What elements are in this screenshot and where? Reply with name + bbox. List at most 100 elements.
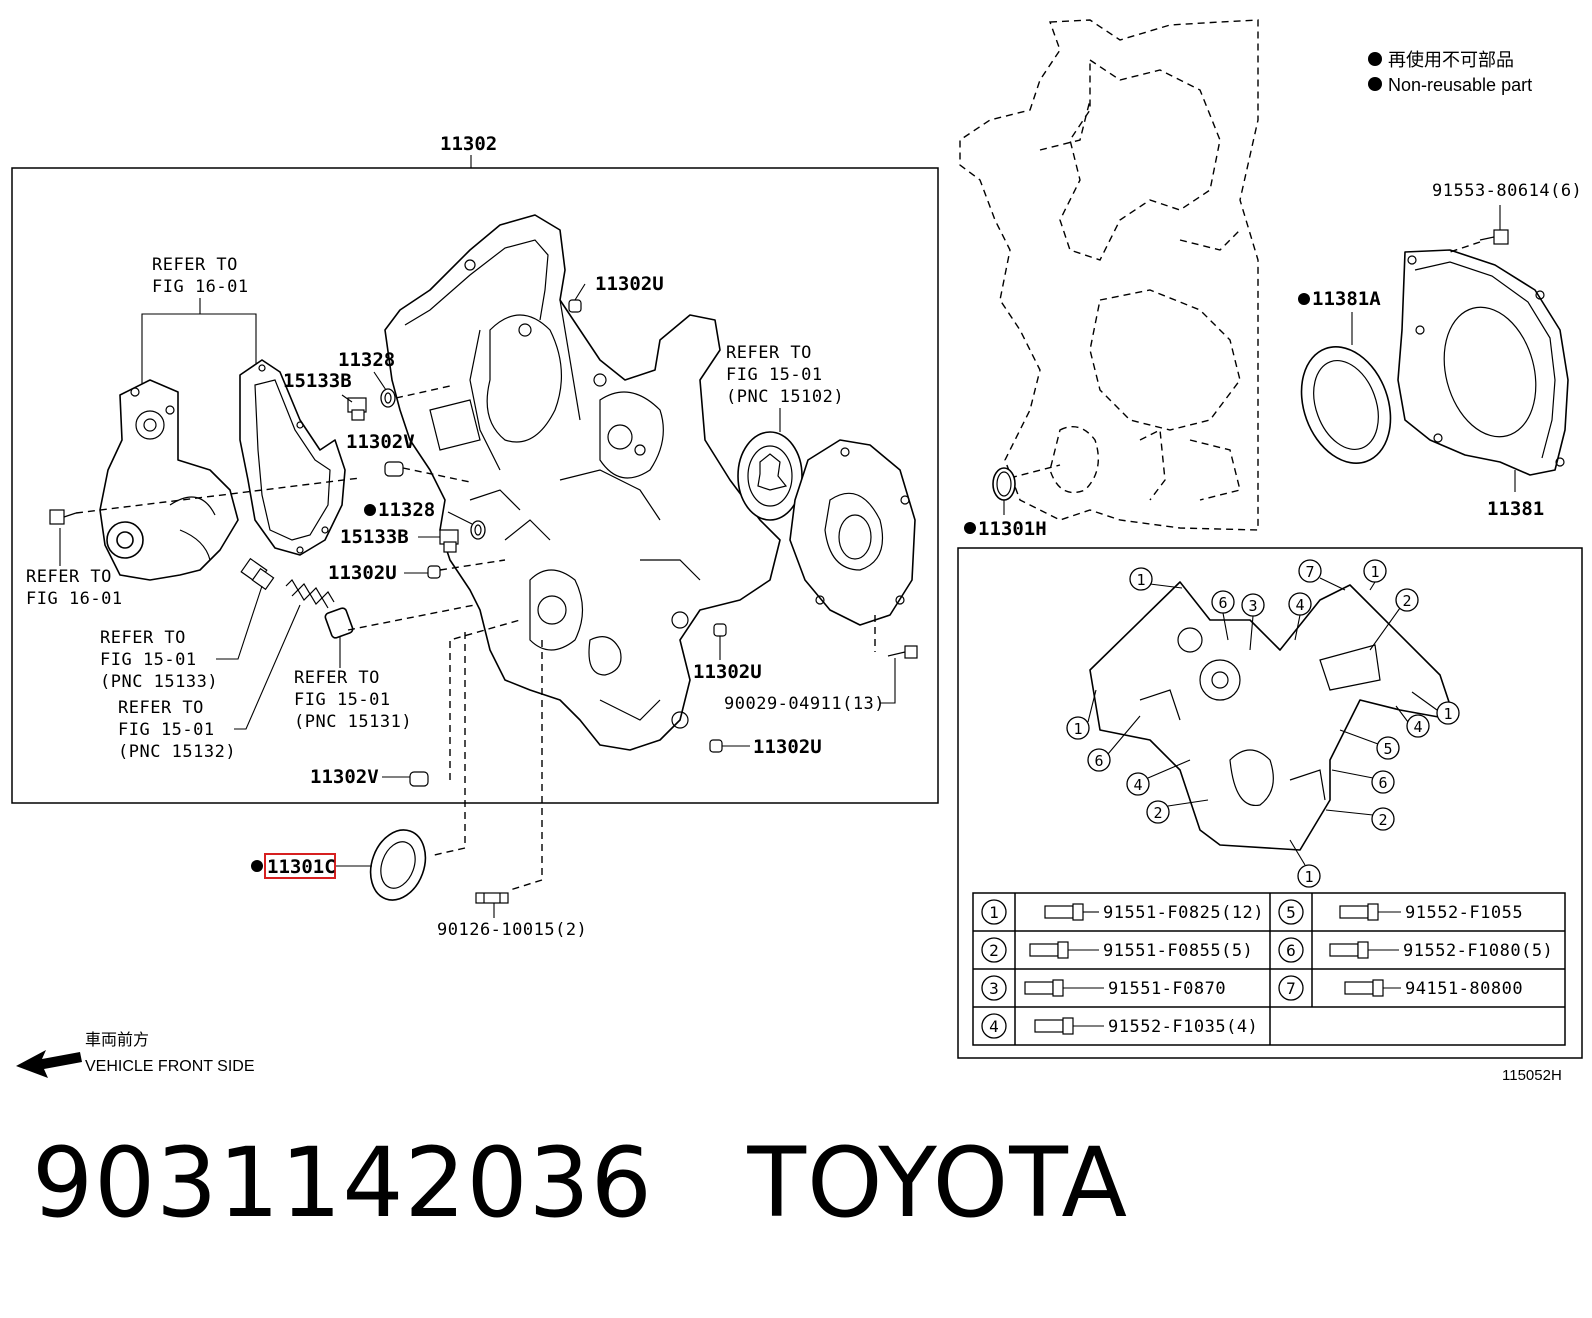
- part-label-11302v-bottom[interactable]: 11302V: [310, 766, 379, 788]
- relief-valve-spring[interactable]: [285, 579, 335, 609]
- svg-text:FIG 15-01: FIG 15-01: [118, 720, 215, 740]
- water-pump[interactable]: [99, 379, 239, 581]
- legend-part-number[interactable]: 91551-F0825(12): [1103, 903, 1264, 923]
- refer-fig-16-01-bottom[interactable]: REFER TO FIG 16-01: [26, 567, 123, 609]
- big-part-number[interactable]: 9031142036: [32, 1127, 653, 1239]
- rear-crank-oil-seal[interactable]: [1286, 334, 1406, 475]
- refer-fig-15-01-pnc-15102[interactable]: REFER TO FIG 15-01 (PNC 15102): [726, 343, 844, 407]
- brand-name: TOYOTA: [747, 1127, 1129, 1239]
- map-callout-3-t: 3: [1241, 593, 1265, 617]
- part-label-11381a[interactable]: 11381A: [1312, 288, 1381, 310]
- part-label-15133b-mid[interactable]: 15133B: [340, 526, 409, 548]
- refer-fig-15-01-pnc-15132[interactable]: REFER TO FIG 15-01 (PNC 15132): [118, 698, 236, 762]
- map-callout-6-l: 6: [1087, 748, 1111, 772]
- dowel-11302u-bottom[interactable]: [709, 739, 723, 753]
- bolt-90029-04911[interactable]: [887, 645, 918, 659]
- rear-oil-seal-retainer[interactable]: [1397, 249, 1569, 476]
- part-label-11302u-bottom[interactable]: 11302U: [753, 736, 822, 758]
- svg-text:(PNC 15133): (PNC 15133): [100, 672, 218, 692]
- bolt-map-cover-outline[interactable]: [1089, 581, 1456, 851]
- legend-part-number[interactable]: 91552-F1035(4): [1108, 1017, 1258, 1037]
- gasket-11328-mid[interactable]: [470, 520, 486, 540]
- bolt-head-icon: [1062, 1017, 1074, 1035]
- part-label-11328-top[interactable]: 11328: [338, 349, 395, 371]
- svg-text:(PNC 15131): (PNC 15131): [294, 712, 412, 732]
- bolt-15133b-mid[interactable]: [439, 529, 459, 553]
- map-callout-2-r: 2: [1371, 807, 1395, 831]
- dowel-11302u-right[interactable]: [713, 623, 727, 637]
- refer-fig-15-01-pnc-15133[interactable]: REFER TO FIG 15-01 (PNC 15133): [100, 628, 218, 692]
- part-label-11302u-top[interactable]: 11302U: [595, 273, 664, 295]
- legend-number-circle: [981, 975, 1007, 1001]
- svg-text:4: 4: [1295, 596, 1304, 614]
- svg-text:2: 2: [1402, 592, 1411, 610]
- legend-part-number[interactable]: 91551-F0855(5): [1103, 941, 1253, 961]
- part-label-90029-04911[interactable]: 90029-04911(13): [724, 694, 885, 714]
- map-callout-2-tr: 2: [1395, 588, 1419, 612]
- oil-pump-rotor[interactable]: [737, 431, 803, 521]
- water-pump-bolt[interactable]: [49, 509, 77, 525]
- part-label-11301c[interactable]: 11301C: [267, 856, 336, 878]
- relief-valve-piston[interactable]: [324, 607, 354, 639]
- svg-text:FIG 15-01: FIG 15-01: [726, 365, 823, 385]
- part-label-11302u-right[interactable]: 11302U: [693, 661, 762, 683]
- part-label-11381[interactable]: 11381: [1487, 498, 1544, 520]
- svg-text:(PNC 15132): (PNC 15132): [118, 742, 236, 762]
- legend-part-number[interactable]: 94151-80800: [1405, 979, 1523, 999]
- oil-pump-cover[interactable]: [789, 439, 916, 626]
- stud-bolt-90126[interactable]: [475, 892, 509, 904]
- dowel-11302u-top[interactable]: [568, 299, 582, 313]
- bolt-icon: [1339, 905, 1369, 919]
- bolt-icon: [1329, 943, 1359, 957]
- dowel-11302v-top[interactable]: [384, 461, 404, 477]
- gasket-11328-top[interactable]: [380, 388, 396, 408]
- svg-text:REFER TO: REFER TO: [100, 628, 186, 648]
- cylinder-block-rear[interactable]: [959, 19, 1259, 531]
- part-label-11302u-mid[interactable]: 11302U: [328, 562, 397, 584]
- svg-text:2: 2: [1378, 811, 1387, 829]
- part-label-91553-80614[interactable]: 91553-80614(6): [1432, 181, 1582, 201]
- refer-fig-16-01-top[interactable]: REFER TO FIG 16-01: [152, 255, 249, 297]
- part-label-11302[interactable]: 11302: [440, 133, 497, 155]
- illustration-code: 115052H: [1502, 1067, 1562, 1084]
- svg-text:1: 1: [1136, 571, 1145, 589]
- vehicle-front-arrow: [16, 1050, 82, 1078]
- relief-valve-plug[interactable]: [240, 557, 275, 591]
- bolt-icon: [1024, 981, 1054, 995]
- dowel-11302v-bottom[interactable]: [409, 771, 429, 787]
- map-callout-1-r: 1: [1436, 701, 1460, 725]
- legend-part-number[interactable]: 91552-F1055: [1405, 903, 1523, 923]
- refer-fig-15-01-pnc-15131[interactable]: REFER TO FIG 15-01 (PNC 15131): [294, 668, 412, 732]
- part-label-90126-10015[interactable]: 90126-10015(2): [437, 920, 587, 940]
- bolt-map-frame: [957, 547, 1583, 1059]
- part-label-11328-mid[interactable]: 11328: [378, 499, 435, 521]
- part-label-11302v-top[interactable]: 11302V: [346, 431, 415, 453]
- map-callout-1-tl: 1: [1129, 567, 1153, 591]
- highlight-box-11301c: [264, 853, 336, 879]
- dowel-11302u-mid[interactable]: [427, 565, 441, 579]
- map-callout-4-t: 4: [1288, 592, 1312, 616]
- bolt-91553-80614[interactable]: [1479, 229, 1509, 245]
- o-ring-11301h[interactable]: [992, 467, 1016, 501]
- svg-text:6: 6: [1094, 752, 1103, 770]
- legend-part-number[interactable]: 91552-F1080(5): [1403, 941, 1553, 961]
- svg-text:1: 1: [1443, 705, 1452, 723]
- front-crank-oil-seal[interactable]: [361, 822, 434, 907]
- water-pump-gasket[interactable]: [239, 359, 346, 556]
- legend-part-number[interactable]: 91551-F0870: [1108, 979, 1226, 999]
- vehicle-front-jp: 車両前方: [85, 1031, 149, 1049]
- map-callout-1-l: 1: [1066, 716, 1090, 740]
- svg-text:REFER TO: REFER TO: [26, 567, 112, 587]
- timing-chain-cover[interactable]: [384, 214, 781, 751]
- svg-text:再使用不可部品: 再使用不可部品: [1388, 50, 1514, 70]
- bolt-15133b-top[interactable]: [347, 397, 367, 421]
- part-label-11301h[interactable]: 11301H: [978, 518, 1047, 540]
- part-label-15133b-top[interactable]: 15133B: [283, 370, 352, 392]
